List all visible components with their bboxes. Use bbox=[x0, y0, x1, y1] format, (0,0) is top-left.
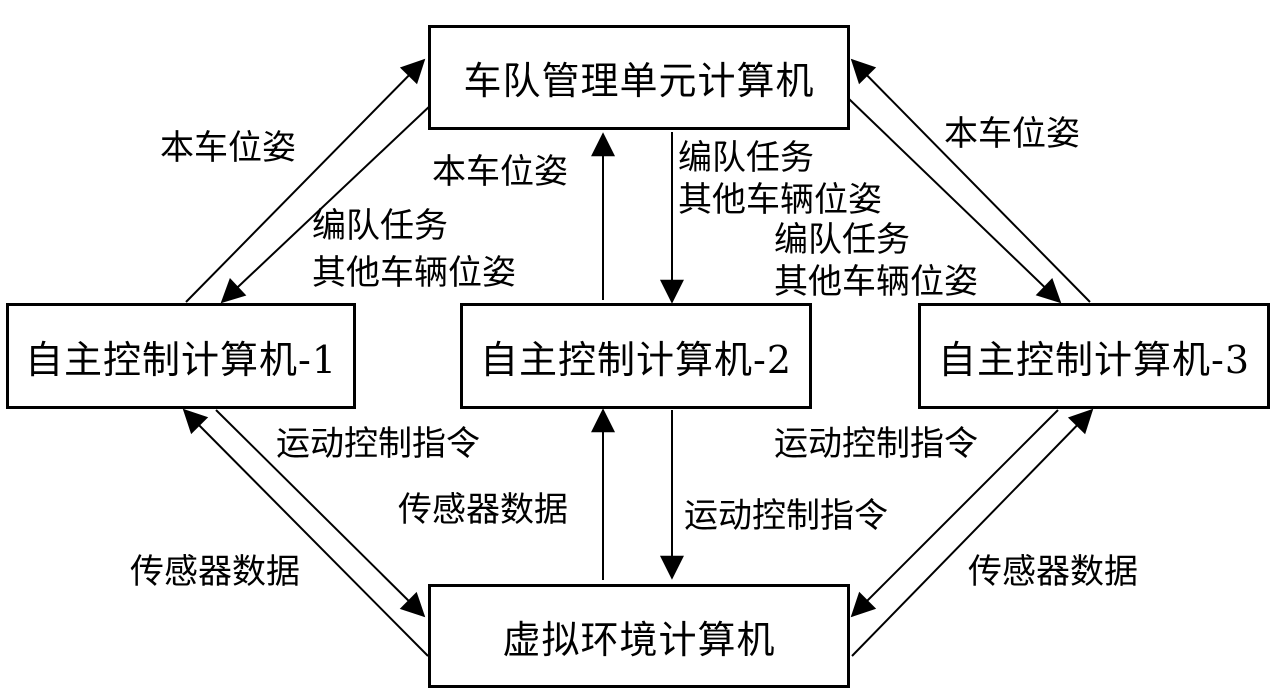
virtual-env-box: 虚拟环境计算机 bbox=[428, 584, 850, 688]
arrow-task-fleet-to-3 bbox=[847, 97, 1062, 304]
virtual-env-label: 虚拟环境计算机 bbox=[502, 617, 776, 662]
auto-ctrl-3-label: 自主控制计算机-3 bbox=[937, 337, 1251, 382]
edge-label-motion-3: 运动控制指令 bbox=[774, 424, 978, 464]
auto-ctrl-3-box: 自主控制计算机-3 bbox=[918, 303, 1270, 409]
edge-label-task-3-line1: 编队任务 bbox=[774, 220, 910, 260]
auto-ctrl-2-label: 自主控制计算机-2 bbox=[479, 337, 793, 382]
edge-label-sensor-3: 传感器数据 bbox=[968, 552, 1138, 592]
fleet-manager-box: 车队管理单元计算机 bbox=[428, 25, 850, 130]
edge-label-sensor-2: 传感器数据 bbox=[398, 490, 568, 530]
auto-ctrl-1-box: 自主控制计算机-1 bbox=[6, 303, 356, 409]
edge-label-pose-1: 本车位姿 bbox=[160, 128, 296, 168]
arrow-motion-1-to-env bbox=[215, 409, 426, 618]
edge-label-pose-2: 本车位姿 bbox=[432, 152, 568, 192]
edge-label-task-1-line1: 编队任务 bbox=[312, 206, 448, 246]
fleet-manager-label: 车队管理单元计算机 bbox=[463, 59, 815, 103]
arrow-task-fleet-to-1 bbox=[220, 103, 433, 304]
edge-label-task-1-line2: 其他车辆位姿 bbox=[312, 253, 516, 293]
edge-label-sensor-1: 传感器数据 bbox=[130, 552, 300, 592]
edge-label-motion-2: 运动控制指令 bbox=[684, 496, 888, 536]
edge-label-pose-3: 本车位姿 bbox=[944, 114, 1080, 154]
auto-ctrl-2-box: 自主控制计算机-2 bbox=[460, 303, 812, 409]
arrow-pose-1-to-fleet bbox=[185, 58, 426, 303]
auto-ctrl-1-label: 自主控制计算机-1 bbox=[24, 337, 338, 382]
arrow-sensor-env-to-1 bbox=[182, 408, 429, 657]
edge-label-task-2-line1: 编队任务 bbox=[678, 138, 814, 178]
edge-label-motion-1: 运动控制指令 bbox=[276, 424, 480, 464]
arrow-pose-3-to-fleet bbox=[850, 58, 1091, 303]
edge-label-task-2-line2: 其他车辆位姿 bbox=[678, 180, 882, 220]
arrow-motion-3-to-env bbox=[850, 409, 1059, 618]
arrow-sensor-env-to-3 bbox=[851, 408, 1094, 657]
edge-label-task-3-line2: 其他车辆位姿 bbox=[774, 262, 978, 302]
